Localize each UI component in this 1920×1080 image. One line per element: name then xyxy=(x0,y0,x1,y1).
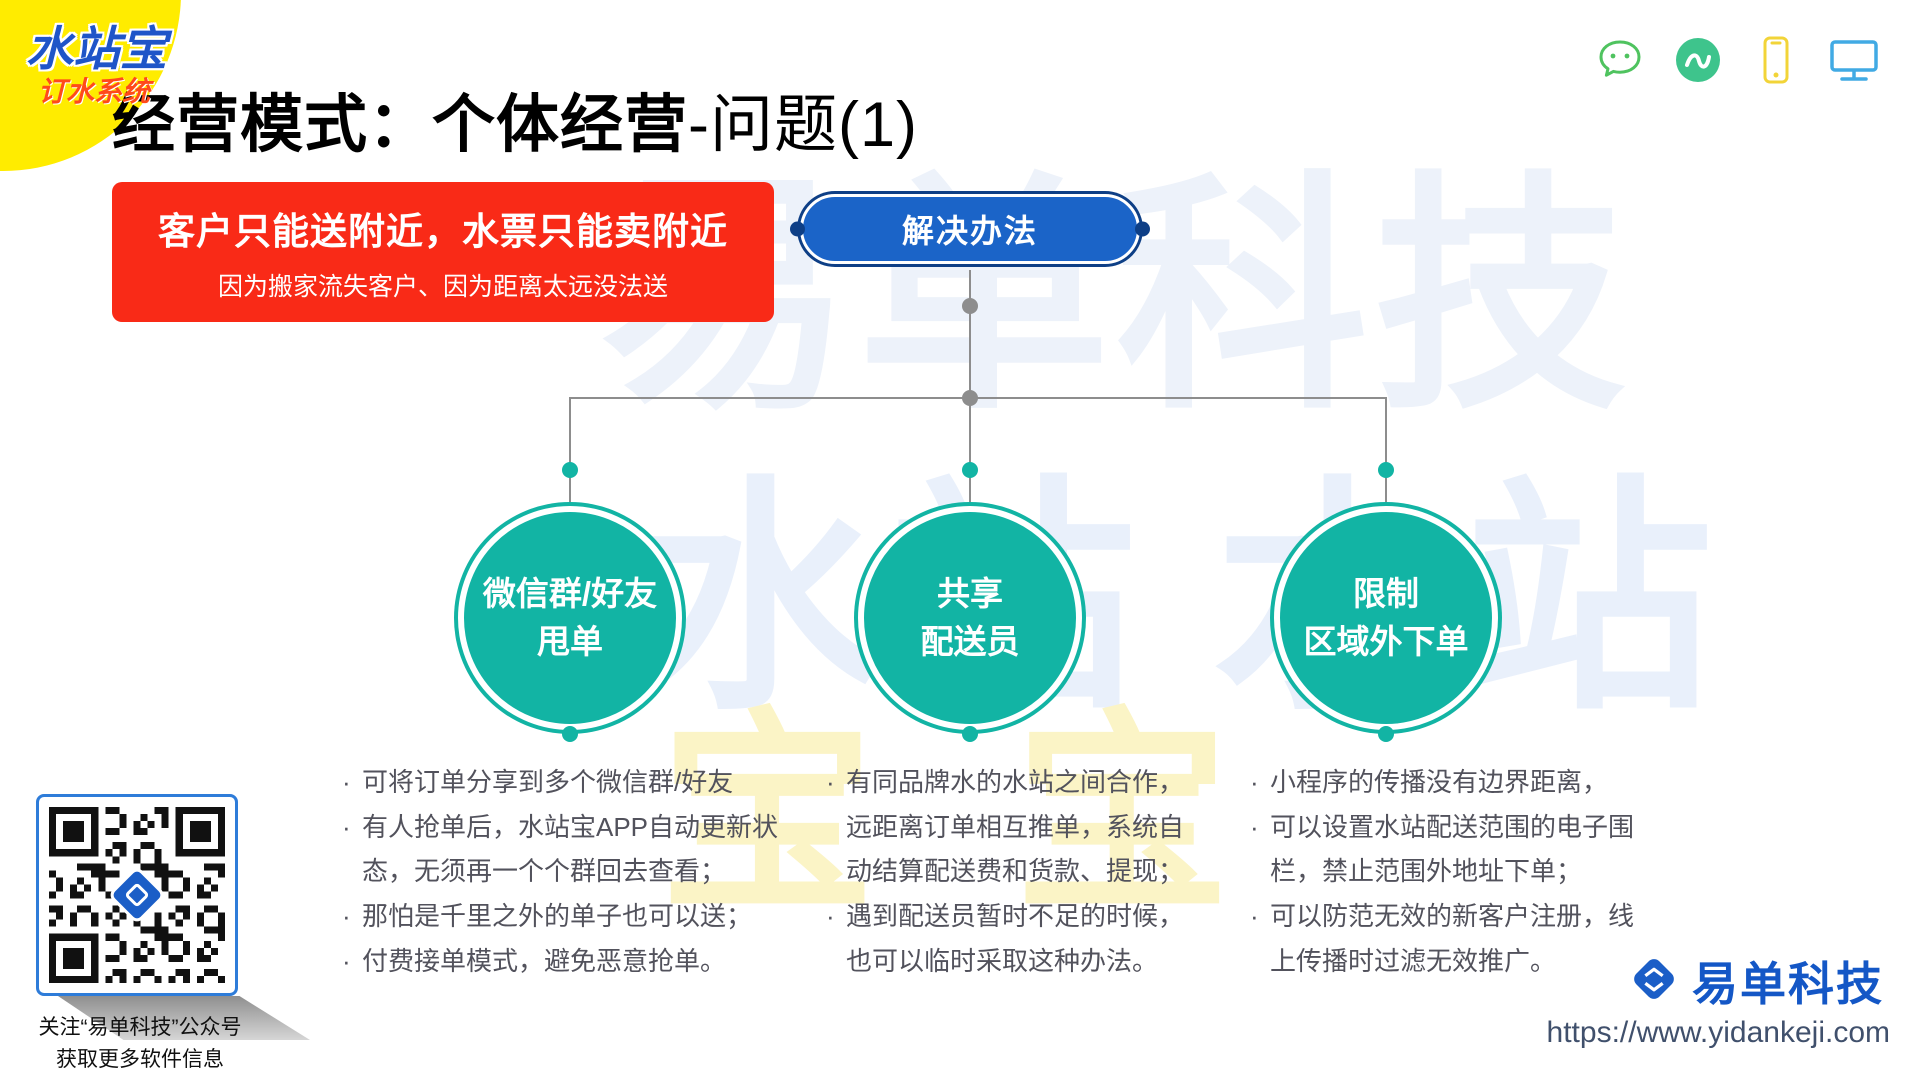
branch-dot-bottom-1 xyxy=(562,726,578,742)
footer-company-name: 易单科技 xyxy=(1692,958,1884,1010)
branch-dot-bottom-2 xyxy=(962,726,978,742)
branch-dot-top-2 xyxy=(962,462,978,478)
solution-circle-1-label-line1: 微信群/好友 xyxy=(482,575,658,613)
solution-circle-2-label-line1: 共享 xyxy=(937,575,1003,613)
page-title-main: 经营模式：个体经营 xyxy=(112,90,688,160)
problem-subtitle: 因为搬家流失客户、因为距离太远没法送 xyxy=(217,273,668,301)
brand-logo-title: 水站宝 xyxy=(26,22,167,75)
wechat-icon xyxy=(1592,32,1648,88)
connector-drop-3 xyxy=(1385,397,1387,503)
solution-bullets-2: 有同品牌水的水站之间合作，远距离订单相互推单，系统自动结算配送费和货款、提现； … xyxy=(822,760,1188,984)
solution-circle-3-label-line2: 区域外下单 xyxy=(1303,623,1469,660)
yidan-logo-icon xyxy=(1628,953,1680,1010)
bullet-item: 遇到配送员暂时不足的时候，也可以临时采取这种办法。 xyxy=(822,894,1188,983)
pill-dot-left xyxy=(790,221,805,237)
bullet-item: 有人抢单后，水站宝APP自动更新状态，无须再一个个群回去查看； xyxy=(338,805,780,894)
pill-dot-right xyxy=(1135,221,1150,237)
branch-dot-top-1 xyxy=(562,462,578,478)
qr-caption: 关注“易单科技”公众号 获取更多软件信息 xyxy=(0,1012,280,1075)
solution-circle-2: 共享 配送员 xyxy=(858,506,1082,730)
branch-dot-top-3 xyxy=(1378,462,1394,478)
solution-bullets-3: 小程序的传播没有边界距离， 可以设置水站配送范围的电子围栏，禁止范围外地址下单；… xyxy=(1246,760,1638,984)
mobile-icon xyxy=(1748,32,1804,88)
bullet-item: 可以防范无效的新客户注册，线上传播时过滤无效推广。 xyxy=(1246,894,1638,983)
problem-title: 客户只能送附近，水票只能卖附近 xyxy=(158,211,728,252)
solution-bullets-1: 可将订单分享到多个微信群/好友 有人抢单后，水站宝APP自动更新状态，无须再一个… xyxy=(338,760,780,984)
connector-drop-1 xyxy=(569,397,571,503)
connector-line-horizontal xyxy=(570,397,1387,399)
bullet-item: 那怕是千里之外的单子也可以送； xyxy=(338,894,780,939)
qr-code xyxy=(36,794,238,996)
solution-circle-1-label-line2: 甩单 xyxy=(537,623,603,660)
bullet-item: 可以设置水站配送范围的电子围栏，禁止范围外地址下单； xyxy=(1246,805,1638,894)
solution-pill-label: 解决办法 xyxy=(901,213,1038,249)
connector-dot-upper xyxy=(962,298,978,314)
footer-url[interactable]: https://www.yidankeji.com xyxy=(1546,1016,1890,1049)
green-app-icon xyxy=(1670,32,1726,88)
bullet-item: 有同品牌水的水站之间合作，远距离订单相互推单，系统自动结算配送费和货款、提现； xyxy=(822,760,1188,894)
connector-drop-2 xyxy=(969,397,971,503)
solution-pill: 解决办法 xyxy=(790,194,1150,264)
brand-logo-subtitle: 订水系统 xyxy=(38,76,151,107)
qr-caption-line2: 获取更多软件信息 xyxy=(56,1047,224,1071)
qr-caption-line1: 关注“易单科技”公众号 xyxy=(38,1016,242,1039)
solution-circle-3: 限制 区域外下单 xyxy=(1274,506,1498,730)
solution-circle-1: 微信群/好友 甩单 xyxy=(458,506,682,730)
desktop-icon xyxy=(1826,32,1882,88)
connector-line-vertical-center xyxy=(969,270,971,398)
bullet-item: 付费接单模式，避免恶意抢单。 xyxy=(338,939,780,984)
bullet-item: 小程序的传播没有边界距离， xyxy=(1246,760,1638,805)
platform-icons xyxy=(1592,32,1882,88)
page-title: 经营模式：个体经营-问题(1) xyxy=(112,74,918,165)
problem-box: 客户只能送附近，水票只能卖附近 因为搬家流失客户、因为距离太远没法送 xyxy=(112,182,774,322)
bullet-item: 可将订单分享到多个微信群/好友 xyxy=(338,760,780,805)
solution-circle-3-label-line1: 限制 xyxy=(1353,575,1419,613)
page-title-suffix: -问题(1) xyxy=(688,90,918,160)
solution-circle-2-label-line2: 配送员 xyxy=(920,623,1020,660)
watermark-product: 水站 水站 xyxy=(636,460,1717,738)
footer-logo: 易单科技 xyxy=(1628,948,1884,1014)
branch-dot-bottom-3 xyxy=(1378,726,1394,742)
